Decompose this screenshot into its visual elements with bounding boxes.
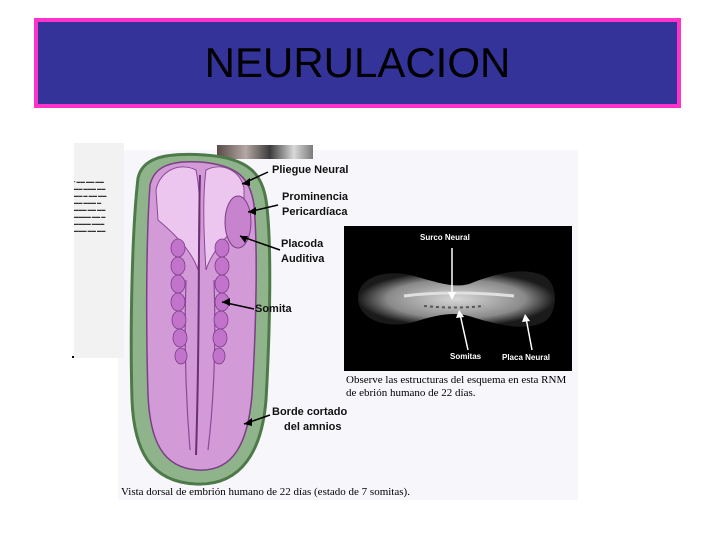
- neural-fold-edge-left: [184, 279, 191, 451]
- label-pliegue-neural: Pliegue Neural: [272, 164, 349, 176]
- bullet-dot: [72, 356, 74, 358]
- label-placoda-1: Placoda: [281, 238, 324, 250]
- mri-label-somitas: Somitas: [450, 352, 482, 361]
- mri-image: Surco Neural Somitas Placa Neural: [344, 226, 572, 371]
- side-text-strip: [74, 143, 124, 358]
- label-somita: Somita: [255, 303, 292, 315]
- neural-fold-edge-right: [207, 279, 216, 451]
- mri-label-surco-neural: Surco Neural: [420, 233, 470, 242]
- label-borde-2: del amnios: [284, 421, 342, 433]
- neural-groove: [195, 174, 201, 456]
- photo-thumbnail: [217, 145, 313, 159]
- neural-fold-right: [203, 166, 245, 271]
- somites-left: [170, 238, 188, 365]
- mri-caption: Observe las estructuras del esquema en e…: [346, 374, 567, 399]
- mri-label-placa-neural: Placa Neural: [502, 353, 551, 362]
- label-placoda-2: Auditiva: [281, 253, 325, 265]
- figure-caption: Vista dorsal de embrión humano de 22 día…: [121, 486, 410, 498]
- label-borde-1: Borde cortado: [272, 406, 348, 418]
- mri-embryo-shape: [358, 248, 555, 351]
- slide-title: NEURULACION: [204, 39, 511, 86]
- pericardial-prominence: [224, 195, 252, 249]
- title-banner: NEURULACION: [34, 18, 681, 108]
- label-prominencia-2: Pericardíaca: [282, 206, 348, 218]
- leader-arrowheads: [222, 178, 256, 426]
- side-text-fragment: ▪ ▬▬ ▬▬ ▬▬▬▬ ▬▬▬ ▬▬▬▬ ▬ ▬▬ ▬▬▬▬ ▬▬▬ ▬▬▬▬…: [74, 179, 107, 233]
- label-prominencia-1: Prominencia: [282, 191, 349, 203]
